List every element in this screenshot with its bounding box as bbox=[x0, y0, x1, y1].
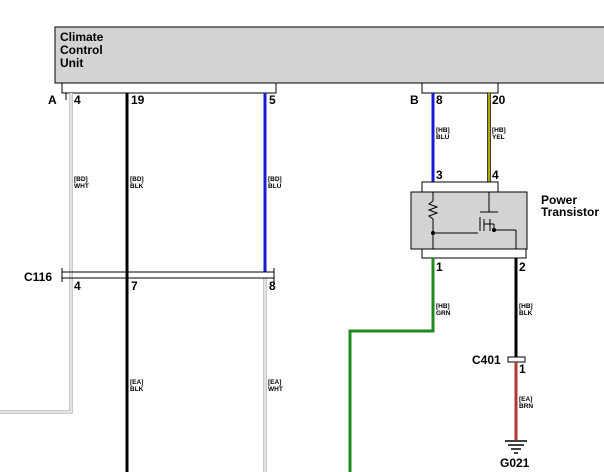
pin-pt2: 2 bbox=[519, 260, 526, 274]
wire-label-b8-color: BLU bbox=[436, 134, 450, 141]
wire-label-c116-8-color: WHT bbox=[268, 386, 283, 393]
wire-label-c401-code: [EA] bbox=[519, 396, 532, 403]
module-title-line2: Control bbox=[60, 43, 103, 57]
wire-label-a4-code: [BD] bbox=[74, 176, 88, 183]
connector-c401-label: C401 bbox=[472, 353, 501, 367]
wire-label-b20-color: YEL bbox=[492, 134, 505, 141]
ground-label: G021 bbox=[500, 456, 530, 470]
power-transistor-top-connector bbox=[421, 181, 499, 193]
pin-a19: 19 bbox=[131, 93, 145, 107]
pin-b8: 8 bbox=[436, 93, 443, 107]
wire-label-a5-code: [BD] bbox=[268, 176, 282, 183]
pin-pt4: 4 bbox=[492, 168, 499, 182]
pin-pt1: 1 bbox=[436, 260, 443, 274]
pin-pt3: 3 bbox=[436, 168, 443, 182]
component-name-line2: Transistor bbox=[541, 205, 599, 219]
climate-control-unit-box bbox=[54, 26, 604, 84]
wire-label-pt2-color: BLK bbox=[519, 310, 533, 317]
wire-a4-wht bbox=[0, 93, 73, 414]
wire-label-a5-color: BLU bbox=[268, 183, 282, 190]
pin-c116-7: 7 bbox=[131, 279, 138, 293]
pin-a4: 4 bbox=[74, 93, 81, 107]
connector-a-label: A bbox=[48, 93, 57, 107]
module-title-line3: Unit bbox=[60, 56, 83, 70]
power-transistor-bottom-connector bbox=[421, 248, 527, 259]
wire-label-a19-code: [BD] bbox=[130, 176, 144, 183]
connector-b-header bbox=[421, 82, 499, 94]
wire-label-pt1-color: GRN bbox=[436, 310, 451, 317]
wire-label-c116-8-code: [EA] bbox=[268, 379, 281, 386]
wire-label-b20-code: [HB] bbox=[492, 127, 506, 134]
wire-label-c116-7-color: BLK bbox=[130, 386, 144, 393]
pin-c401-1: 1 bbox=[519, 362, 526, 376]
wire-label-pt2-code: [HB] bbox=[519, 303, 533, 310]
power-transistor-body bbox=[410, 191, 528, 250]
connector-c116-label: C116 bbox=[24, 270, 52, 284]
module-title-line1: Climate bbox=[60, 30, 104, 44]
wire-label-c401-color: BRN bbox=[519, 403, 533, 410]
wire-label-pt1-code: [HB] bbox=[436, 303, 450, 310]
pin-c116-4: 4 bbox=[74, 279, 81, 293]
wire-label-a19-color: BLK bbox=[130, 183, 144, 190]
component-name-line1: Power bbox=[541, 193, 577, 207]
pin-a5: 5 bbox=[269, 93, 276, 107]
wire-label-a4-color: WHT bbox=[74, 183, 89, 190]
ground-icon bbox=[505, 440, 527, 454]
wire-label-c116-7-code: [EA] bbox=[130, 379, 143, 386]
pin-c116-8: 8 bbox=[269, 279, 276, 293]
connector-a-header bbox=[61, 82, 277, 94]
connector-b-label: B bbox=[410, 93, 419, 107]
pin-b20: 20 bbox=[492, 93, 506, 107]
wire-pt1-grn bbox=[348, 258, 435, 472]
wire-label-b8-code: [HB] bbox=[436, 127, 450, 134]
